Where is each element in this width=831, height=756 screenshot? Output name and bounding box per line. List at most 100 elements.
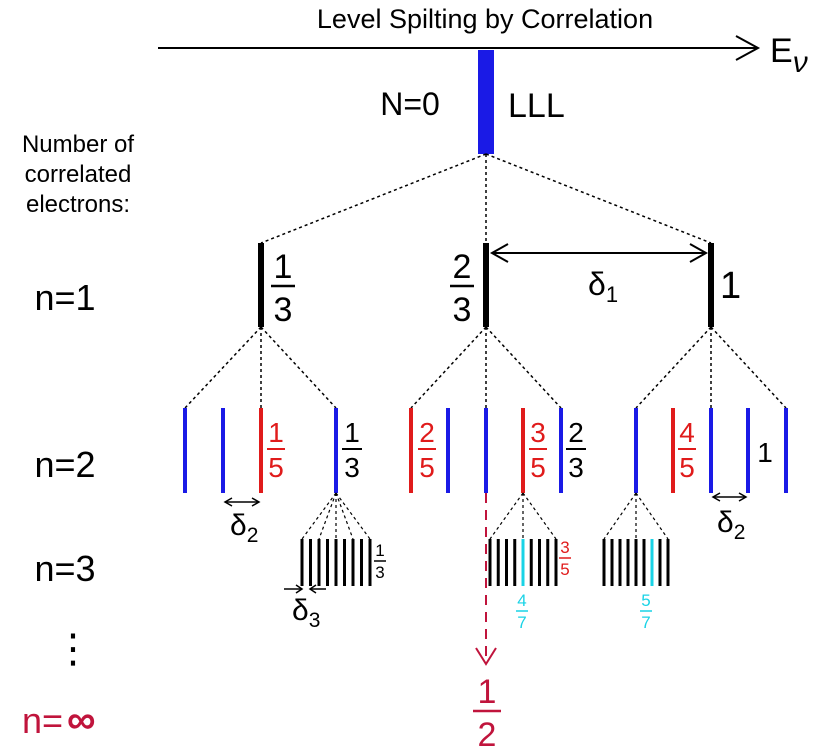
n2-level-a3 <box>259 408 263 493</box>
connectors-n2 <box>301 492 669 540</box>
connector-root-left <box>260 153 487 244</box>
delta3-arrowhead-left <box>295 584 304 594</box>
n3-fraction-b-cyan: 4 7 <box>516 591 528 632</box>
limit-arrow <box>475 493 497 666</box>
n2-fraction-c-red-den: 5 <box>679 452 695 483</box>
n3-fraction-a-den: 3 <box>375 563 384 582</box>
n2-fraction-a-blk: 1 3 <box>342 417 362 483</box>
delta1-arrow <box>489 243 709 263</box>
n2-fraction-b-red1-den: 5 <box>419 452 435 483</box>
delta3-arrows <box>284 584 326 594</box>
limit-arrowhead <box>475 647 497 666</box>
delta2b-label-main: δ <box>717 506 734 539</box>
lll-level-bar <box>478 50 494 154</box>
n1-fraction-a-num: 1 <box>274 248 293 286</box>
connector-root-right <box>485 153 712 244</box>
n2-fraction-b-red1: 2 5 <box>418 417 436 483</box>
energy-axis-label: Eν <box>770 32 808 79</box>
delta3-arrowhead-right <box>308 584 317 594</box>
connector-n1-b-3 <box>485 326 562 409</box>
n2-level-b1 <box>409 408 413 493</box>
n1-fraction-a: 1 3 <box>271 248 295 329</box>
row-header-line2: correlated <box>25 161 132 188</box>
n3-fraction-c-cyan-num: 5 <box>641 591 650 610</box>
n3-cluster-a <box>300 539 372 586</box>
n2-level-a1 <box>183 408 187 493</box>
n1-fraction-c: 1 <box>720 265 741 307</box>
n2-level-b4 <box>521 408 525 493</box>
delta2b-label-sub: 2 <box>734 521 746 544</box>
delta2a-label-main: δ <box>230 509 247 542</box>
n1-level-a <box>258 243 264 327</box>
n1-levels <box>258 243 714 327</box>
n2-level-c3 <box>709 408 713 493</box>
n2-level-b3 <box>484 408 488 493</box>
n1-fraction-a-den: 3 <box>274 291 293 329</box>
connector-n2-a-2 <box>318 492 337 540</box>
n2-level-c5 <box>784 408 788 493</box>
connector-n2-b-3 <box>522 492 557 540</box>
n2-fraction-b-red2-num: 3 <box>530 417 546 448</box>
n2-fraction-b-blk: 2 3 <box>566 417 586 483</box>
connector-n1-c-1 <box>635 326 712 409</box>
n2-levels <box>183 408 788 493</box>
row-label-ninf-symbol: ∞ <box>67 698 96 742</box>
half-fraction-den: 2 <box>478 716 497 754</box>
delta2a-arrow <box>223 497 261 507</box>
n1-level-b <box>483 243 489 327</box>
delta1-label: δ1 <box>588 266 618 307</box>
n2-fraction-c-blk: 1 <box>757 437 773 468</box>
delta1-label-sub: 1 <box>606 282 618 307</box>
n2-fraction-a-red-den: 5 <box>268 452 284 483</box>
row-label-n3: n=3 <box>34 548 95 589</box>
connector-n2-a-4 <box>335 492 354 540</box>
n2-fraction-c-red: 4 5 <box>678 417 696 483</box>
row-label-ninf-prefix: n= <box>22 700 63 741</box>
n1-fraction-b: 2 3 <box>450 248 474 329</box>
n2-fraction-b-red1-num: 2 <box>419 417 435 448</box>
root-lll-label: LLL <box>508 87 565 125</box>
energy-axis-label-main: E <box>770 32 793 70</box>
energy-axis: Eν <box>158 32 808 79</box>
n2-level-a2 <box>221 408 225 493</box>
delta2b-arrow <box>711 492 748 502</box>
n3-fraction-c-cyan-den: 7 <box>641 613 650 632</box>
n3-fraction-b-red-num: 3 <box>560 538 569 557</box>
row-label-n2: n=2 <box>34 444 95 485</box>
delta2a-label-sub: 2 <box>247 524 259 547</box>
row-label-ninf: n=∞ <box>22 698 96 742</box>
connectors-n1 <box>184 326 787 409</box>
connector-n1-a-3 <box>260 326 337 409</box>
delta2a-arrowhead-right <box>251 497 261 507</box>
n2-fraction-a-blk-den: 3 <box>344 452 360 483</box>
n2-level-c2 <box>671 408 675 493</box>
delta3-label-sub: 3 <box>309 609 321 632</box>
row-header-line3: electrons: <box>26 191 130 218</box>
n1-fraction-b-den: 3 <box>453 291 472 329</box>
n2-fraction-a-red: 1 5 <box>267 417 285 483</box>
energy-axis-label-sub: ν <box>793 46 808 79</box>
connector-n2-b-1 <box>489 492 524 540</box>
n2-fraction-b-red2-den: 5 <box>530 452 546 483</box>
n3-cluster-c <box>602 539 670 586</box>
n3-fraction-a-num: 1 <box>375 541 384 560</box>
connector-n2-c-3 <box>635 492 669 540</box>
delta3-label-main: δ <box>292 594 309 627</box>
n2-level-c1 <box>634 408 638 493</box>
n2-level-b5 <box>559 408 563 493</box>
row-header: Number of correlated electrons: <box>22 131 134 218</box>
delta2b-arrowhead-left <box>711 492 721 502</box>
n2-level-a4 <box>334 408 338 493</box>
delta1-label-main: δ <box>588 266 606 302</box>
n2-fraction-b-blk-den: 3 <box>568 452 584 483</box>
connector-n2-c-1 <box>603 492 637 540</box>
connectors-root <box>260 153 712 244</box>
half-fraction-num: 1 <box>478 673 497 711</box>
connector-n1-c-3 <box>710 326 787 409</box>
delta1-arrowhead-left <box>489 243 509 263</box>
delta2a-label: δ2 <box>230 509 258 547</box>
connector-n1-a-1 <box>184 326 262 409</box>
n1-fraction-b-num: 2 <box>453 248 472 286</box>
delta2b-label: δ2 <box>717 506 745 544</box>
n1-level-c <box>708 243 714 327</box>
